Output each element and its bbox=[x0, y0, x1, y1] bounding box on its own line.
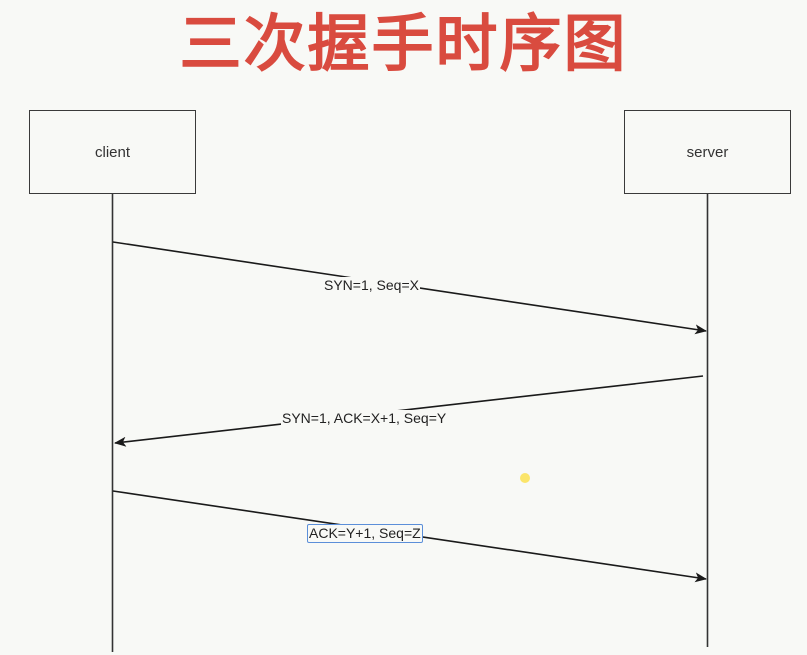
message-label-syn-ack[interactable]: SYN=1, ACK=X+1, Seq=Y bbox=[281, 410, 448, 427]
message-arrow-syn-ack[interactable] bbox=[114, 375, 704, 447]
actor-client-box[interactable]: client bbox=[29, 110, 196, 194]
actor-server-box[interactable]: server bbox=[624, 110, 791, 194]
actor-server-label: server bbox=[686, 143, 729, 161]
diagram-title: 三次握手时序图 bbox=[179, 7, 628, 80]
message-label-syn[interactable]: SYN=1, Seq=X bbox=[323, 277, 420, 294]
cursor-highlight-dot bbox=[520, 473, 530, 483]
message-label-ack-selected[interactable]: ACK=Y+1, Seq=Z bbox=[307, 524, 423, 543]
actor-client-label: client bbox=[94, 143, 131, 161]
